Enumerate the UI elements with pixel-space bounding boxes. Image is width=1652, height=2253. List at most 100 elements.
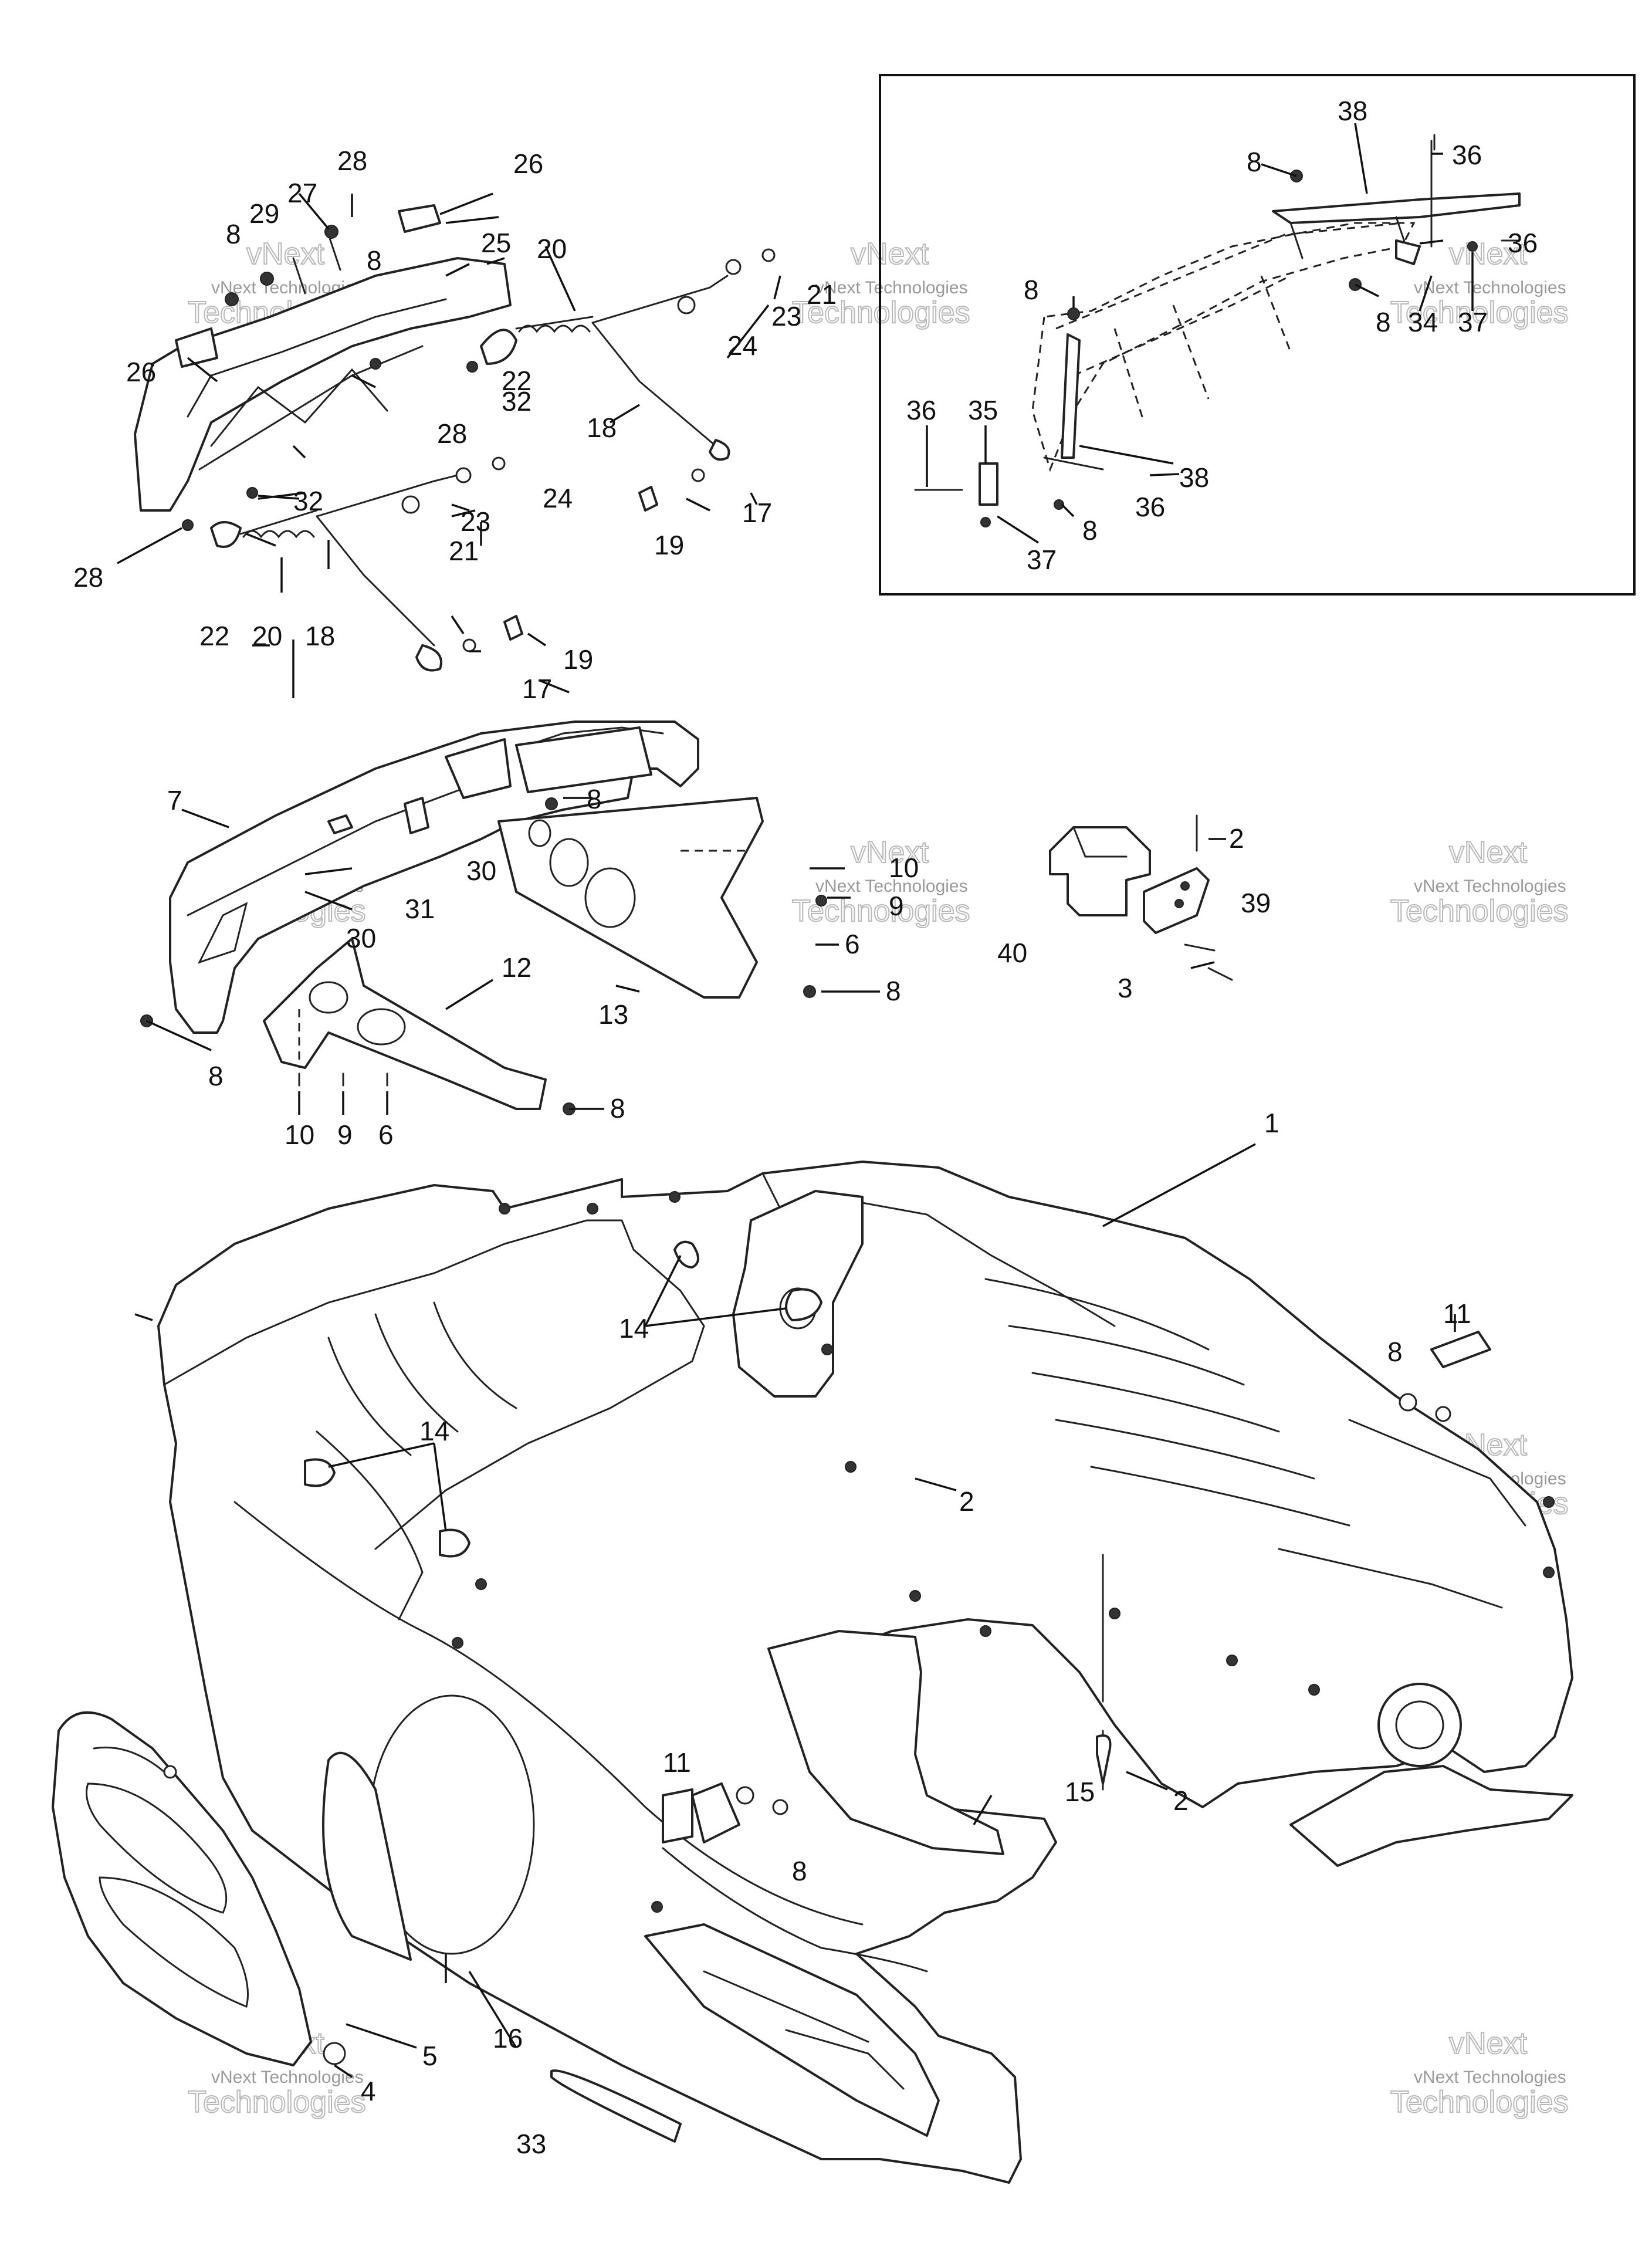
callout-8: 8 [367, 245, 382, 276]
callout-6: 6 [378, 1119, 394, 1150]
callout-27: 27 [287, 178, 317, 208]
callout-22: 22 [199, 621, 229, 651]
watermark-text: vNext Technologies [1414, 2068, 1566, 2087]
callout-11: 11 [663, 1747, 691, 1778]
callout-8: 8 [1376, 307, 1391, 337]
watermark-logo: vNext [851, 835, 929, 870]
callout-12: 12 [502, 952, 532, 983]
watermark-logo-text: Technologies [188, 2085, 366, 2119]
bracket-parts [1049, 814, 1233, 981]
callout-36: 36 [1452, 140, 1482, 170]
callout-38: 38 [1338, 96, 1367, 126]
watermark: vNext vNext Technologies Technologies [1390, 236, 1569, 330]
callout-28: 28 [337, 146, 367, 176]
callout-36: 36 [1508, 228, 1538, 258]
callout-18: 18 [305, 621, 335, 651]
callout-1: 1 [1264, 1108, 1279, 1138]
watermark: vNext vNext Technologies Technologies [1390, 2026, 1569, 2120]
callout-5: 5 [422, 2041, 438, 2071]
callout-33: 33 [516, 2129, 546, 2159]
callout-16: 16 [493, 2023, 523, 2054]
inset-frame-assembly [914, 134, 1521, 527]
callout-30: 30 [346, 923, 376, 953]
callout-8: 8 [587, 784, 602, 814]
callout-8: 8 [886, 976, 901, 1006]
callout-29: 29 [249, 198, 279, 229]
callout-8: 8 [1247, 147, 1262, 177]
callout-18: 18 [587, 412, 617, 443]
watermark-logo: vNext [1449, 237, 1527, 271]
watermark-text: vNext Technologies [211, 2068, 364, 2087]
callout-8: 8 [1082, 515, 1098, 546]
watermark-logo: vNext [246, 237, 324, 271]
callout-6: 6 [845, 929, 860, 959]
callout-8: 8 [1387, 1337, 1403, 1367]
watermark: vNext vNext Technologies Technologies [791, 835, 971, 929]
callout-19: 19 [654, 530, 684, 560]
callout-14: 14 [419, 1416, 449, 1446]
callout-24: 24 [543, 483, 573, 513]
leader-lines [117, 123, 1474, 2078]
watermark-logo-text: Technologies [1390, 296, 1569, 330]
callout-30: 30 [466, 855, 496, 886]
watermark-text: vNext Technologies [815, 877, 968, 896]
callout-10: 10 [889, 853, 919, 883]
callout-39: 39 [1241, 888, 1271, 918]
callout-21: 21 [449, 536, 479, 566]
callout-26: 26 [126, 357, 156, 387]
nose-cone-assembly [140, 720, 827, 1115]
callout-24: 24 [727, 330, 757, 361]
watermark-logo: vNext [1449, 2027, 1527, 2061]
callout-36: 36 [906, 395, 936, 425]
callout-21: 21 [807, 279, 837, 310]
callout-2: 2 [1173, 1785, 1189, 1816]
callout-25: 25 [481, 228, 511, 258]
callout-23: 23 [771, 301, 801, 331]
callout-22: 22 [502, 366, 532, 396]
callout-14: 14 [619, 1313, 649, 1344]
watermark-text: vNext Technologies [1414, 877, 1566, 896]
callout-4: 4 [361, 2076, 376, 2106]
watermark-logo: vNext [1449, 835, 1527, 870]
callout-2: 2 [1229, 823, 1244, 854]
watermark-text: vNext Technologies [1414, 278, 1566, 297]
watermark-text: vNext Technologies [815, 278, 968, 297]
callout-labels: 1 2 2 2 3 4 5 6 6 7 8 8 8 8 8 8 8 8 8 8 … [73, 96, 1538, 2159]
callout-31: 31 [405, 894, 435, 924]
watermark-logo-text: Technologies [1390, 2085, 1569, 2119]
callout-8: 8 [1024, 275, 1039, 305]
callout-2: 2 [959, 1486, 974, 1517]
callout-17: 17 [522, 674, 552, 704]
callout-10: 10 [285, 1119, 314, 1150]
callout-7: 7 [167, 785, 182, 816]
callout-28: 28 [73, 562, 103, 593]
callout-9: 9 [889, 891, 904, 921]
callout-32: 32 [293, 486, 323, 516]
callout-37: 37 [1027, 544, 1057, 575]
callout-37: 37 [1458, 307, 1488, 337]
main-chassis-assembly [52, 1161, 1573, 2184]
callout-17: 17 [742, 498, 772, 528]
callout-8: 8 [792, 1856, 807, 1886]
callout-3: 3 [1118, 973, 1133, 1003]
watermark: vNext vNext Technologies Technologies [1390, 835, 1569, 929]
callout-23: 23 [461, 506, 490, 537]
callout-11: 11 [1443, 1298, 1471, 1329]
watermark-logo: vNext [851, 237, 929, 271]
callout-35: 35 [968, 395, 998, 425]
callout-9: 9 [337, 1119, 353, 1150]
callout-28: 28 [437, 418, 467, 449]
callout-40: 40 [997, 938, 1027, 968]
front-bumper-assembly [134, 204, 776, 672]
watermark-logo-text: Technologies [1390, 894, 1569, 928]
callout-13: 13 [598, 999, 628, 1030]
callout-8: 8 [226, 219, 241, 249]
callout-38: 38 [1179, 462, 1209, 493]
callout-32: 32 [502, 386, 532, 417]
callout-8: 8 [208, 1061, 224, 1091]
callout-20: 20 [252, 621, 282, 651]
callout-34: 34 [1408, 307, 1438, 337]
callout-15: 15 [1065, 1777, 1095, 1807]
callout-8: 8 [610, 1093, 625, 1124]
